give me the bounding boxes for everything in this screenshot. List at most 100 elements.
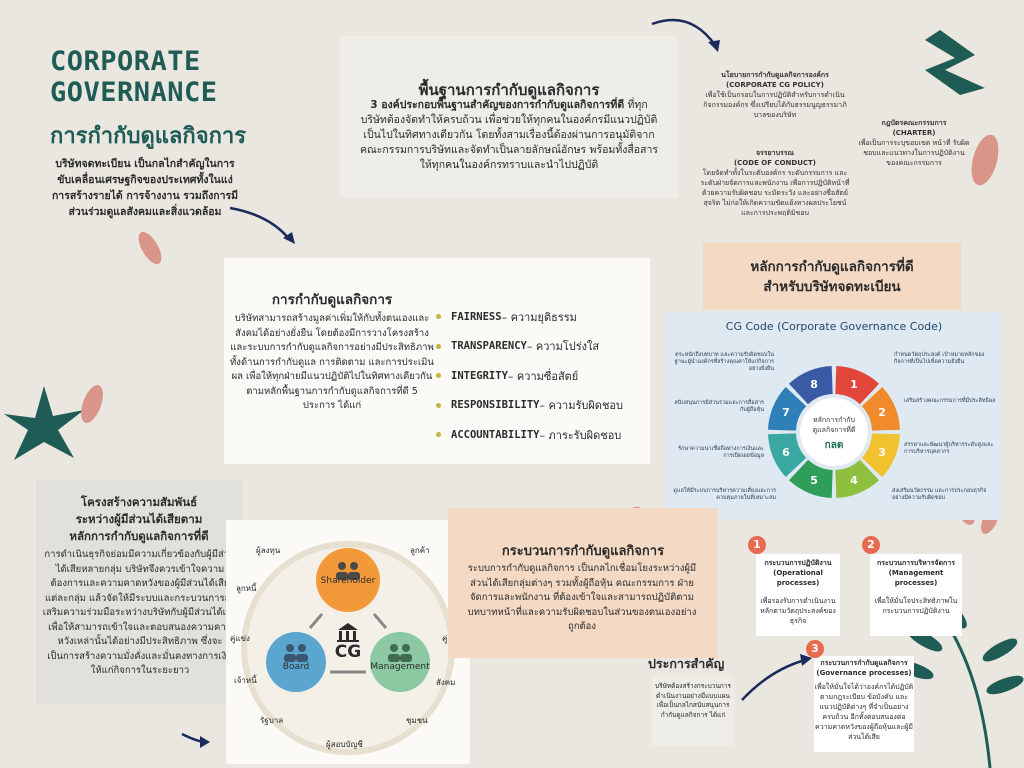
process-number-3: 3 [806, 640, 824, 658]
conduct-body: โดยจัดทำทั้งในระดับองค์กร ระดับกรรมการ แ… [700, 169, 850, 217]
stakeholder-card: โครงสร้างความสัมพันธ์ ระหว่างผู้มีส่วนได… [36, 480, 242, 704]
principle-keyword: RESPONSIBILITY [451, 399, 540, 412]
ring-label-community: ชุมชน [406, 716, 428, 725]
stakeholder-diagram-card: Shareholder Board Management CG ผู้ลงทุน… [226, 520, 470, 764]
arrow-icon [741, 658, 806, 701]
foundation-text: ที่ทุกบริษัทต้องจัดทำให้ครบถ้วน เพื่อช่ว… [359, 99, 659, 171]
leaf-decoration [81, 384, 103, 424]
cg-label-5: ส่งเสริมนวัตกรรม และการประกอบธุรกิจอย่าง… [892, 488, 987, 501]
process-number-1: 1 [748, 536, 766, 554]
shareholder-label: Shareholder [320, 576, 376, 586]
title-line-2: GOVERNANCE [50, 77, 218, 108]
ring-label-society: สังคม [436, 678, 456, 687]
building-icon [337, 623, 359, 642]
principle-keyword: TRANSPARENCY [451, 340, 527, 353]
cg-wheel-segment [835, 366, 880, 405]
cg-label-8: สนับสนุนการมีส่วนร่วมและการสื่อสารกับผู้… [674, 400, 764, 413]
principle-th: – ความยุติธรรม [501, 310, 577, 324]
important-card: บริษัทต้องสร้างกระบวนการดำเนินงานอย่างมี… [652, 676, 734, 746]
process-title: กระบวนการกำกับดูแลกิจการ [501, 544, 665, 559]
process-box-1: กระบวนการปฏิบัติงาน (Operational process… [756, 554, 840, 636]
cg-label-4: สรรหาและพัฒนาผู้บริหารระดับสูงและการบริห… [904, 442, 994, 455]
charter-body: เพื่อเป็นการระบุขอบเขต หน้าที่ รับผิดชอบ… [858, 139, 970, 167]
principle-th: – ความซื่อสัตย์ [507, 369, 579, 383]
policy-body: เพื่อใช้เป็นกรอบในการปฏิบัติสำหรับการดำเ… [703, 91, 847, 119]
stakeholder-title-line-2: ระหว่างผู้มีส่วนได้เสียตาม [75, 512, 203, 526]
cg-wheel-number: 7 [782, 406, 790, 419]
cg-wheel-number: 4 [850, 474, 858, 487]
ring-label-government: รัฐบาล [260, 716, 284, 725]
process-box-body: เพื่อให้มั่นใจได้ว่าองค์กรได้ปฏิบัติตามก… [814, 683, 914, 741]
important-title: ประการสำคัญ [648, 656, 725, 671]
cg-wheel-center-label: หลักการกำกับ [813, 416, 855, 424]
cg-wheel-center-label: ดูแลกิจการที่ดี [813, 425, 856, 434]
foundation-lead: 3 องค์ประกอบพื้นฐานสำคัญของการกำกับดูแลก… [370, 99, 625, 111]
cg-wheel-segment [788, 366, 833, 405]
stakeholder-diagram [241, 541, 455, 755]
principle-th: – ความรับผิดชอบ [539, 399, 624, 413]
exchange-arrows-icon [308, 613, 388, 674]
board-label: Board [282, 662, 310, 672]
cg-label-3: เสริมสร้างคณะกรรมการที่มีประสิทธิผล [904, 398, 996, 404]
page-title-th: การกำกับดูแลกิจการ [50, 124, 247, 149]
process-box-title: กระบวนการกำกับดูแลกิจการ [820, 659, 908, 667]
starburst-decoration [4, 386, 84, 460]
process-box-3: กระบวนการกำกับดูแลกิจการ (Governance pro… [814, 656, 914, 752]
management-label: Management [370, 662, 430, 672]
process-box-en: (Operational processes) [773, 569, 823, 587]
arrow-icon [651, 18, 717, 46]
bullet-icon [436, 373, 441, 379]
governance-card: การกำกับดูแลกิจการ บริษัทสามารถสร้างมูลค… [224, 258, 650, 464]
bullet-icon [436, 402, 441, 408]
stakeholder-title-line-3: หลักการกำกับดูแลกิจการที่ดี [69, 529, 209, 543]
intro-text: บริษัทจดทะเบียน เป็นกลไกสำคัญในการขับเคล… [51, 158, 239, 218]
policy-en: (CORPORATE CG POLICY) [726, 81, 824, 89]
cg-wheel-number: 3 [878, 446, 886, 459]
leaf-decoration [138, 231, 162, 265]
policy-title: นโยบายการกำกับดูแลกิจการองค์กร [721, 71, 829, 79]
cg-label-1: ตระหนักถึงบทบาท และความรับผิดชอบในฐานะผู… [674, 352, 774, 372]
charter-title: กฎบัตรคณะกรรมการ [881, 119, 947, 127]
cg-heading: หลักการกำกับดูแลกิจการที่ดี สำหรับบริษัท… [703, 257, 961, 297]
arrow-icon [283, 232, 295, 244]
leaf-decoration [971, 134, 999, 186]
cg-wheel-segment [835, 459, 880, 498]
arrow-icon [708, 40, 720, 52]
arrow-icon [229, 206, 291, 241]
ring-label-auditor: ผู้สอบบัญชี [326, 740, 363, 749]
principle-th: – ความโปร่งใส [526, 340, 600, 354]
process-box-title: กระบวนการปฏิบัติงาน [764, 559, 832, 567]
cg-wheel-number: 2 [878, 406, 886, 419]
principle-th: – ภาระรับผิดชอบ [539, 428, 622, 442]
principle-keyword: FAIRNESS [451, 310, 502, 323]
people-icon [388, 644, 412, 662]
bullet-icon [436, 314, 441, 320]
management-circle [370, 632, 430, 692]
process-box-en: (Management processes) [888, 569, 944, 587]
process-number-2: 2 [862, 536, 880, 554]
people-icon [336, 562, 360, 580]
ring-label-creditor: เจ้าหนี้ [234, 676, 257, 685]
process-card: กระบวนการกำกับดูแลกิจการ ระบบการกำกับดูแ… [448, 508, 718, 658]
cg-center-label: CG [334, 642, 362, 662]
bullet-icon [436, 432, 441, 438]
page-title-en: CORPORATE GOVERNANCE [50, 46, 270, 108]
cg-wheel-segment [768, 386, 807, 431]
principle-item: RESPONSIBILITY – ความรับผิดชอบ [436, 391, 646, 421]
foundation-title: พื้นฐานการกำกับดูแลกิจการ [418, 81, 600, 99]
charter-note: กฎบัตรคณะกรรมการ (CHARTER) เพื่อเป็นการร… [858, 118, 970, 168]
cg-wheel-segment [861, 433, 900, 478]
principle-item: FAIRNESS – ความยุติธรรม [436, 302, 646, 332]
arrow-icon [200, 736, 210, 748]
shareholder-circle [316, 548, 380, 612]
cg-heading-line-1: หลักการกำกับดูแลกิจการที่ดี [750, 259, 914, 275]
stakeholder-title: โครงสร้างความสัมพันธ์ ระหว่างผู้มีส่วนได… [36, 494, 242, 545]
cg-label-7: รักษาความน่าเชื่อถือทางการเงินและการเปิด… [678, 446, 764, 459]
cg-label-2: กำหนดวัตถุประสงค์ เป้าหมายหลักของกิจการท… [894, 352, 985, 365]
principle-item: INTEGRITY – ความซื่อสัตย์ [436, 361, 646, 391]
people-icon [284, 644, 308, 662]
bullet-icon [436, 343, 441, 349]
process-box-title: กระบวนการบริหารจัดการ [877, 559, 955, 567]
